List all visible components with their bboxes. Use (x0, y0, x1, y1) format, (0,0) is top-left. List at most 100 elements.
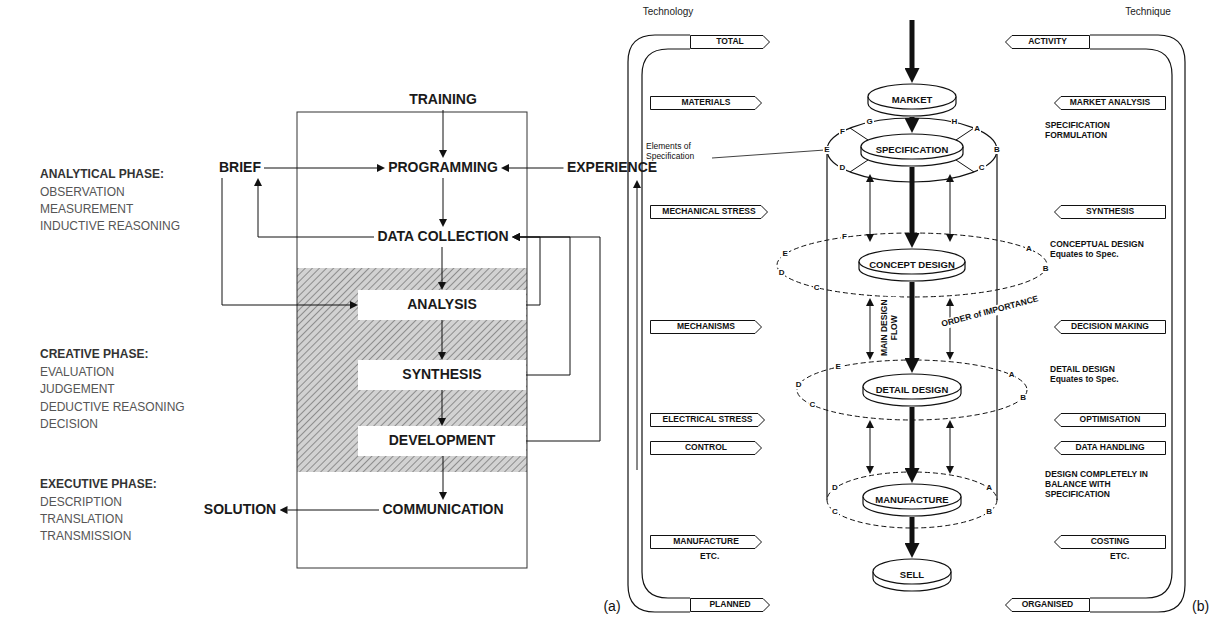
flow-term: SOLUTION (201, 500, 280, 520)
element-letter: E (781, 250, 788, 258)
market-input-arrow (910, 20, 915, 68)
connector (442, 390, 443, 418)
arrow-banner: ORGANISED (1005, 598, 1090, 612)
stage-disc: MARKET (867, 83, 957, 117)
node-label: EXPERIENCE (567, 160, 657, 175)
element-letter: E (823, 146, 830, 154)
arrow-banner: SYNTHESIS (1054, 205, 1166, 219)
element-letter: B (993, 146, 1001, 154)
connector (910, 167, 915, 233)
element-letter: C (831, 508, 839, 516)
connector (520, 237, 600, 441)
arrow-banner: ELECTRICAL STRESS (650, 413, 765, 427)
arrow-banner: TOTAL (690, 35, 770, 49)
callout-label: Elements of Specification (646, 142, 708, 162)
arrow-banner: DATA HANDLING (1054, 441, 1166, 455)
element-letter: D (778, 269, 786, 277)
process-box: ANALYSIS (358, 290, 526, 320)
connector (222, 178, 350, 305)
connector (520, 237, 570, 375)
node-label: SOLUTION (204, 502, 276, 517)
node-label: MECHANICAL STRESS (662, 207, 755, 216)
element-letter: A (973, 125, 981, 133)
phase-heading: ANALYTICAL PHASE: (40, 168, 164, 182)
arrow-banner: PLANNED (690, 598, 770, 612)
phase-item: TRANSLATION (40, 513, 123, 527)
stage-note: CONCEPTUAL DESIGN Equates to Spec. (1050, 240, 1162, 260)
node-label: SYNTHESIS (1086, 207, 1134, 216)
element-letter: C (813, 284, 821, 292)
element-letter: B (1042, 265, 1050, 273)
stage-note: DESIGN COMPLETELY IN BALANCE WITH SPECIF… (1045, 470, 1153, 499)
side-heading: Technology (643, 6, 694, 18)
phase-item: DECISION (40, 418, 98, 432)
connector (910, 407, 915, 468)
element-letter: C (978, 164, 986, 172)
node-label: MANUFACTURE (875, 495, 948, 505)
flow-term: COMMUNICATION (379, 500, 507, 520)
side-heading: Technique (1125, 6, 1171, 18)
arrow-banner: MECHANISMS (650, 320, 762, 334)
node-label: CONCEPT DESIGN (869, 260, 955, 270)
process-frame (297, 112, 527, 568)
arrow-banner: COSTING (1054, 535, 1166, 549)
node-label: MATERIALS (682, 98, 731, 107)
element-letter: F (841, 233, 848, 241)
connector (258, 186, 374, 237)
element-letter: G (865, 118, 873, 126)
stage-note: MAIN DESIGN FLOW (880, 297, 900, 359)
node-label: ANALYSIS (407, 297, 477, 312)
phase-item: MEASUREMENT (40, 203, 133, 217)
connector (288, 510, 380, 511)
flow-term: DATA COLLECTION (374, 227, 512, 247)
connector (910, 517, 915, 543)
node-label: DETAIL DESIGN (876, 385, 949, 395)
node-label: COMMUNICATION (382, 502, 503, 517)
element-letter: A (985, 484, 993, 492)
node-label: DEVELOPMENT (389, 433, 496, 448)
element-letter: B (1019, 394, 1027, 402)
connector (443, 456, 444, 492)
stage-disc: SPECIFICATION (860, 133, 964, 167)
stage-note: SPECIFICATION FORMULATION (1045, 121, 1135, 141)
node-label: BRIEF (219, 160, 261, 175)
node-label: ELECTRICAL STRESS (662, 415, 752, 424)
node-label: SPECIFICATION (876, 145, 949, 155)
node-label: TOTAL (716, 37, 744, 46)
stage-disc: MANUFACTURE (862, 483, 962, 517)
element-letter: H (951, 118, 959, 126)
connector (910, 282, 915, 358)
stage-disc: SELL (872, 558, 952, 592)
phase-item: INDUCTIVE REASONING (40, 220, 180, 234)
process-box: SYNTHESIS (358, 360, 526, 390)
hatched-region (297, 268, 527, 472)
arrow-banner: CONTROL (650, 441, 762, 455)
phase-item: JUDGEMENT (40, 383, 115, 397)
connector (443, 110, 444, 150)
node-label: PROGRAMMING (388, 160, 498, 175)
arrow-banner: MATERIALS (650, 96, 762, 110)
etc-note: ETC. (1110, 552, 1129, 562)
node-label: MARKET ANALYSIS (1070, 98, 1151, 107)
connector (442, 247, 443, 282)
connector (264, 168, 377, 169)
node-label: OPTIMISATION (1080, 415, 1141, 424)
elements-spokes (850, 128, 974, 172)
connector (442, 320, 443, 352)
node-label: MARKET (892, 95, 933, 105)
phase-heading: EXECUTIVE PHASE: (40, 478, 157, 492)
node-label: MANUFACTURE (673, 537, 739, 546)
stage-disc: DETAIL DESIGN (862, 373, 962, 407)
arrow-banner: DECISION MAKING (1054, 320, 1166, 334)
element-letter: B (985, 508, 993, 516)
connector (910, 117, 915, 118)
cylinder-side (826, 150, 827, 500)
stage-note: ORDER of IMPORTANCE (940, 294, 1039, 329)
element-letter: D (795, 381, 803, 389)
element-letter: A (1008, 371, 1016, 379)
phase-heading: CREATIVE PHASE: (40, 348, 148, 362)
node-label: DECISION MAKING (1071, 322, 1149, 331)
element-letter: C (809, 401, 817, 409)
connector (443, 178, 444, 219)
